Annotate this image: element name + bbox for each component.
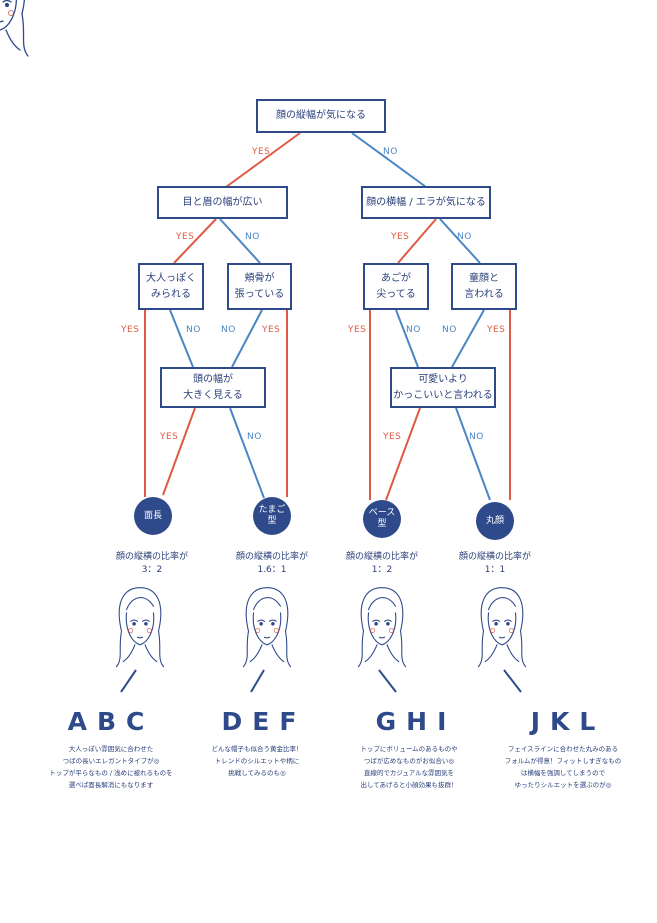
edge-q8-yes: [162, 407, 196, 496]
question-eye-brow-width: 目と眉の幅が広い: [157, 186, 288, 219]
result-egg-face: たまご 型: [253, 497, 291, 535]
label-no: NO: [245, 232, 260, 242]
question-baby-face: 童顔と 言われる: [451, 263, 517, 310]
label-no: NO: [457, 232, 472, 242]
label-yes: YES: [160, 432, 179, 442]
ratio-egg: 顔の縦横の比率が 1.6：1: [235, 552, 308, 575]
edge-q7-no: [451, 309, 485, 368]
edge-q8-no: [229, 407, 265, 499]
question-cool-not-cute: 可愛いより かっこいいと言われる: [390, 367, 496, 408]
face-illustration-round: [477, 587, 527, 668]
question-looks-mature: 大人っぽく みられる: [138, 263, 204, 310]
question-cheekbones: 頬骨が 張っている: [227, 263, 292, 310]
face-illustration-oblong: [115, 587, 165, 668]
label-yes: YES: [391, 232, 410, 242]
edge-q1-no: [351, 132, 427, 188]
face-connector-1: [120, 669, 137, 693]
edge-q9-no: [455, 407, 491, 501]
edge-q1-yes: [225, 132, 301, 188]
edge-q3-yes: [397, 218, 437, 264]
label-no: NO: [186, 325, 201, 335]
edge-q2-no: [219, 218, 261, 264]
result-oblong-face: 面長: [134, 497, 172, 535]
question-pointed-chin: あごが 尖ってる: [363, 263, 429, 310]
label-no: NO: [221, 325, 236, 335]
edge-q6-no: [395, 309, 419, 368]
face-illustration: [0, 0, 29, 57]
edge-q3-no: [439, 218, 481, 264]
label-yes: YES: [262, 325, 281, 335]
question-head-width: 頭の幅が 大きく見える: [160, 367, 266, 408]
label-yes: YES: [348, 325, 367, 335]
label-yes: YES: [121, 325, 140, 335]
question-vertical-length: 顔の縦幅が気になる: [256, 99, 386, 133]
label-no: NO: [247, 432, 262, 442]
label-no: NO: [469, 432, 484, 442]
result-round-face: 丸顔: [476, 502, 514, 540]
description-ghi: トップにボリュームのあるものや つばが広めなものがお似合い◎ 直線的でカジュアル…: [360, 745, 458, 789]
edge-q4-no: [169, 309, 194, 368]
label-yes: YES: [252, 147, 271, 157]
group-letters-jkl: JKL: [530, 707, 606, 736]
question-width-jaw: 顔の横幅 / エラが気になる: [361, 186, 491, 219]
label-yes: YES: [487, 325, 506, 335]
face-connector-2: [250, 669, 265, 693]
ratio-oblong: 顔の縦横の比率が 3：2: [115, 552, 188, 575]
label-no: NO: [442, 325, 457, 335]
label-no: NO: [383, 147, 398, 157]
face-connector-4: [503, 669, 522, 693]
face-illustration-base: [357, 587, 407, 668]
label-yes: YES: [176, 232, 195, 242]
face-connector-3: [378, 669, 397, 693]
label-yes: YES: [383, 432, 402, 442]
ratio-round: 顔の縦横の比率が 1：1: [458, 552, 531, 575]
description-abc: 大人っぽい雰囲気に合わせた つばの長いエレガントタイプが◎ トップが平らなもの …: [49, 745, 173, 789]
group-letters-def: DEF: [221, 707, 307, 736]
group-letters-ghi: GHI: [375, 707, 457, 736]
edge-q2-yes: [173, 218, 217, 264]
group-letters-abc: ABC: [67, 707, 155, 736]
edge-q5-no: [231, 309, 263, 368]
ratio-base: 顔の縦横の比率が 1：2: [345, 552, 418, 575]
description-jkl: フェイスラインに合わせた丸みのある フォルムが得意！フィットしすぎなもの は横幅…: [504, 745, 622, 789]
edge-q9-yes: [385, 407, 421, 501]
face-illustration-egg: [242, 587, 292, 668]
result-base-face: ベース 型: [363, 500, 401, 538]
description-def: どんな帽子も似合う黄金比率！ トレンドのシルエットや柄に 挑戦してみるのも◎: [211, 745, 303, 777]
label-no: NO: [406, 325, 421, 335]
